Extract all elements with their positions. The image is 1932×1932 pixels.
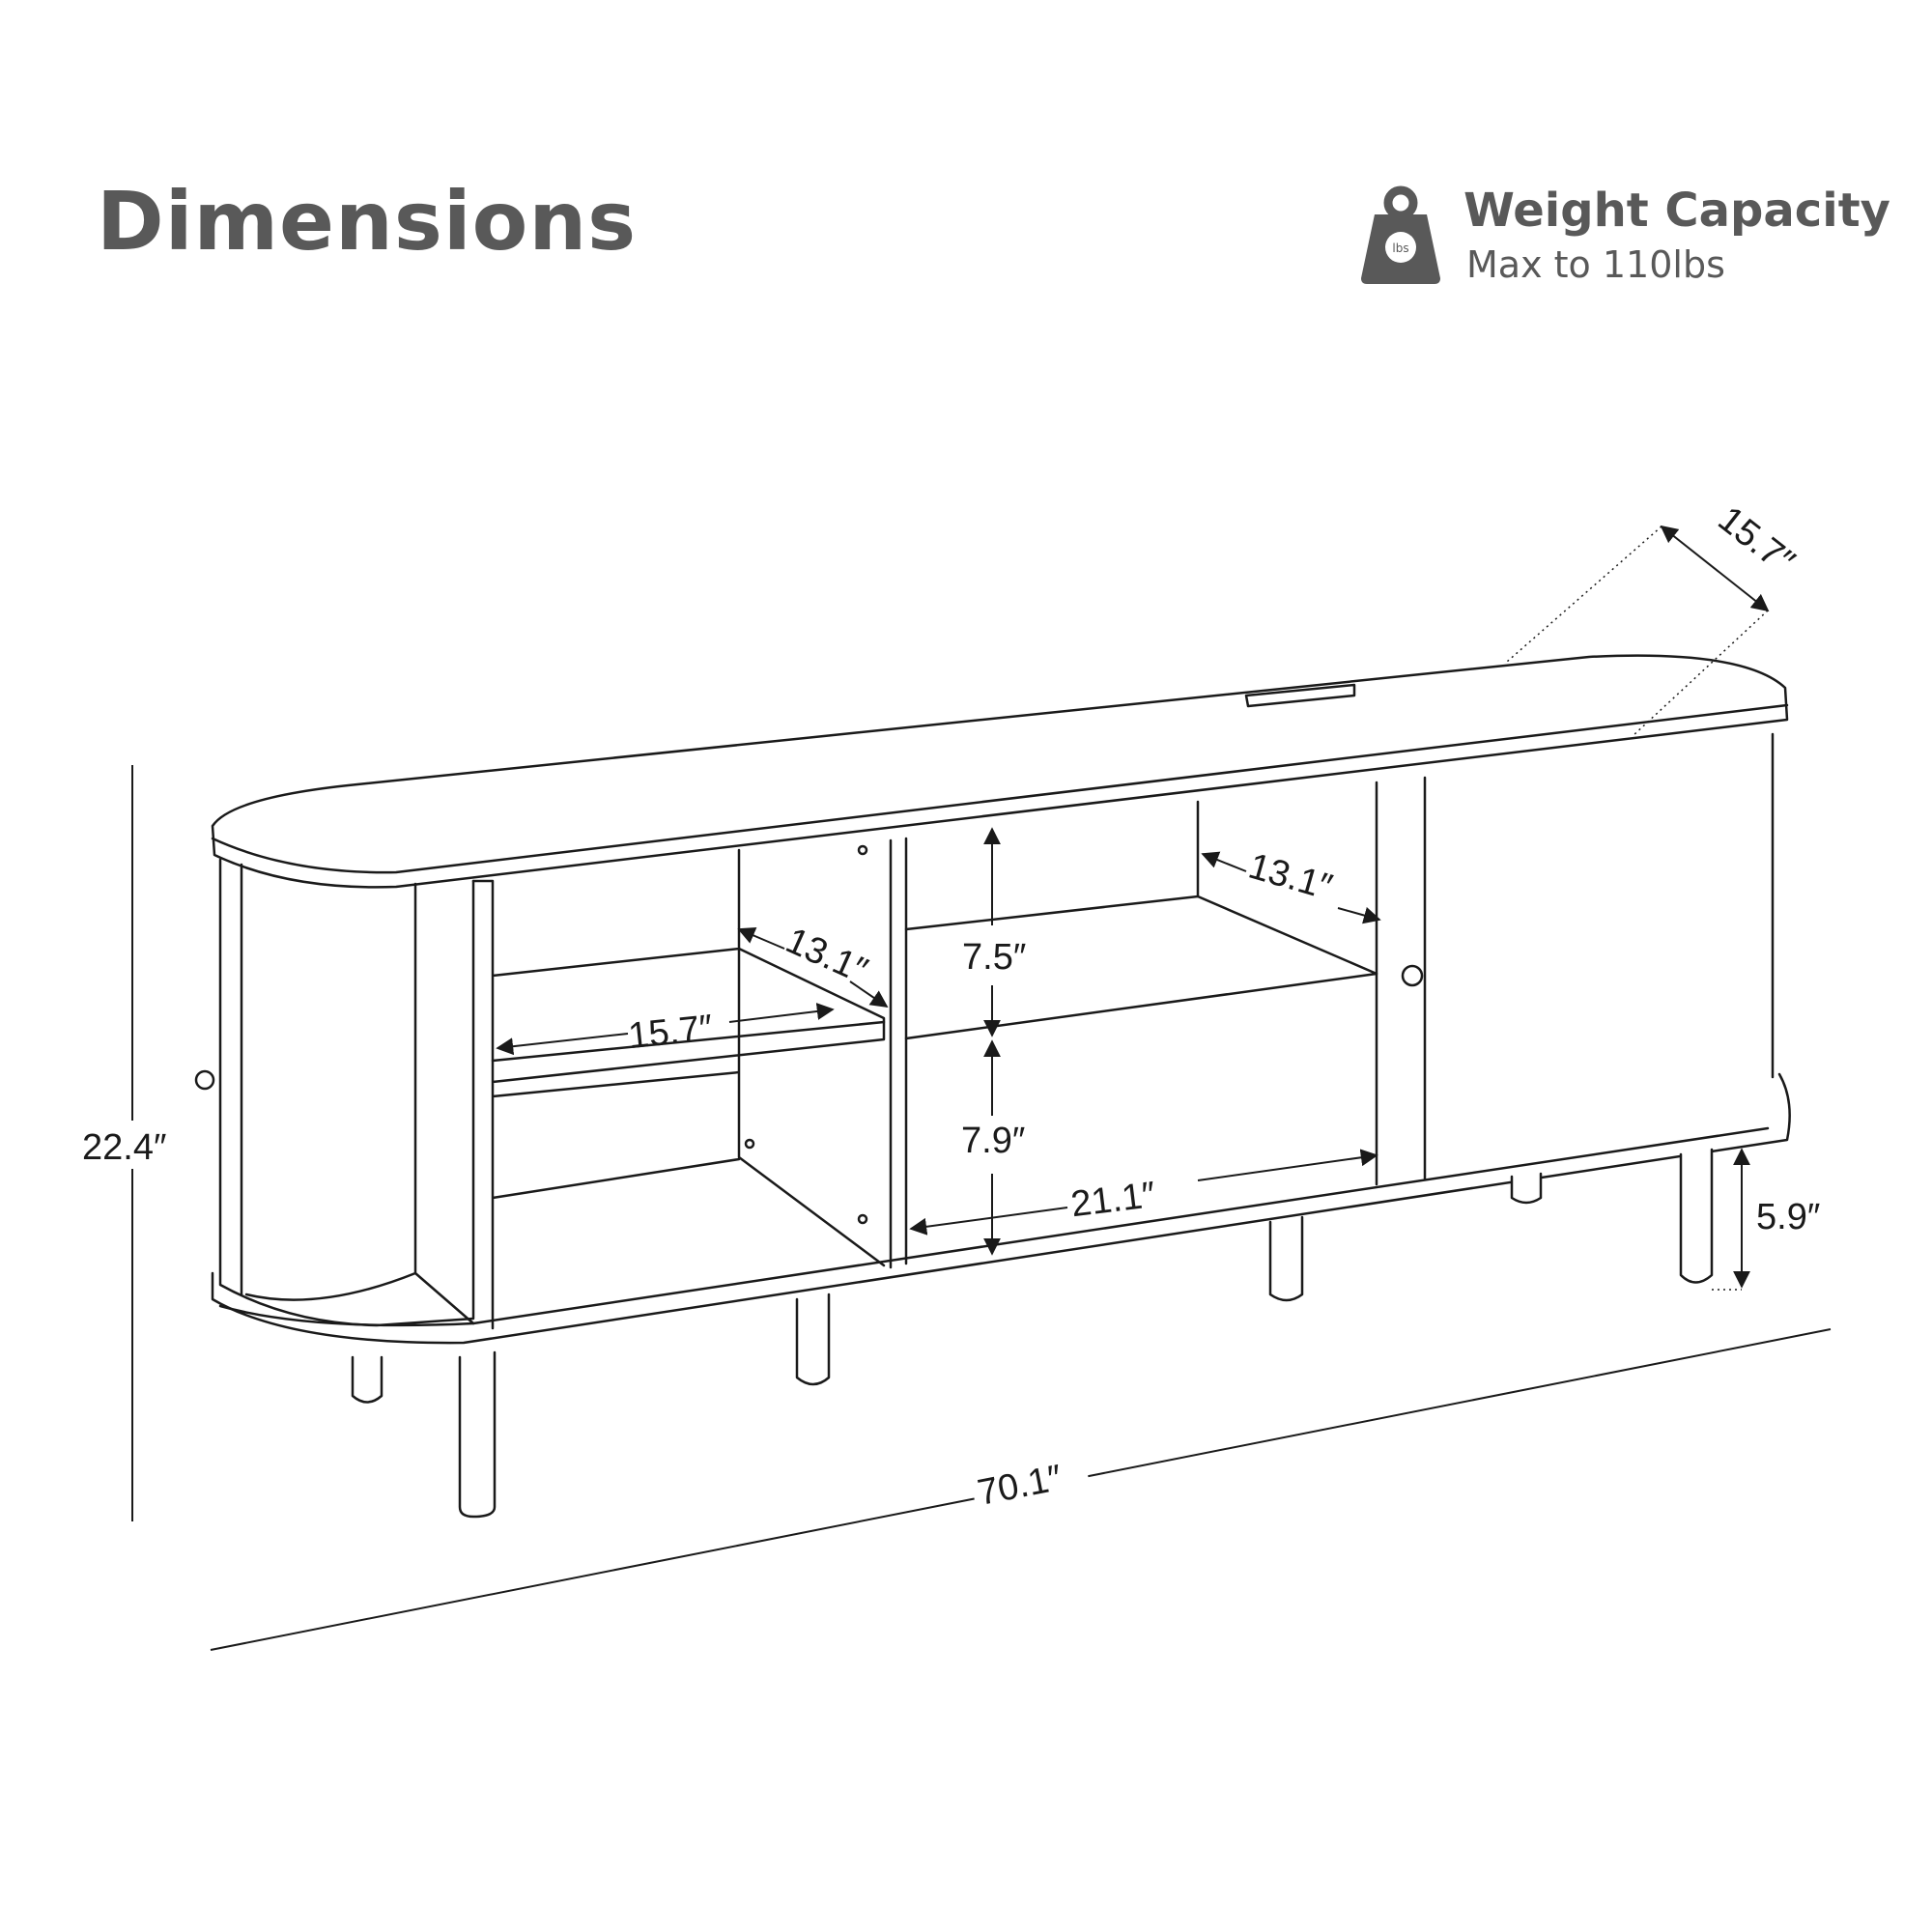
depth-label: 15.7″ <box>1711 498 1803 582</box>
weight-capacity-badge: lbs Weight Capacity Max to 110lbs <box>1357 184 1898 290</box>
tv-stand-drawing <box>194 654 1791 1519</box>
weight-icon-label: lbs <box>1392 242 1408 255</box>
center-shelf-depth-label: 13.1″ <box>1244 846 1337 908</box>
right-door-knob <box>1401 964 1424 987</box>
right-door <box>1375 732 1775 1186</box>
leg-front-center <box>795 1293 831 1386</box>
weight-capacity-value: Max to 110lbs <box>1466 243 1725 286</box>
weight-capacity-title: Weight Capacity <box>1463 184 1890 238</box>
left-shelf-depth-label: 13.1″ <box>780 921 873 992</box>
body-bottom <box>211 1072 1791 1345</box>
dimension-labels: 22.4″ 70.1″ 15.7″ 15.7″ 13.1″ 13.1″ 7.5″… <box>79 498 1820 1514</box>
center-lower-height-label: 7.9″ <box>961 1121 1025 1161</box>
height-label: 22.4″ <box>82 1127 166 1168</box>
center-upper-height-label: 7.5″ <box>962 937 1026 978</box>
leg-front-left <box>458 1350 497 1519</box>
body-bottom-inner <box>218 1126 1770 1327</box>
cable-hole <box>1244 683 1356 708</box>
left-shelf-width-label: 15.7″ <box>626 1008 714 1057</box>
page-title: Dimensions <box>97 174 638 269</box>
left-shelf <box>491 1020 886 1063</box>
top-surface <box>211 654 1789 889</box>
leg-back-left <box>351 1355 384 1404</box>
left-door-knob <box>194 1069 215 1091</box>
left-section <box>471 848 886 1330</box>
leg-front-right <box>1268 1215 1304 1302</box>
top-edge <box>211 703 1789 874</box>
leg-back-right <box>1679 1148 1714 1284</box>
center-section <box>904 800 1378 1040</box>
left-end-panel <box>218 858 475 1327</box>
weight-icon: lbs <box>1361 185 1440 284</box>
center-width-label: 21.1″ <box>1068 1175 1157 1225</box>
left-door-frame <box>240 863 475 1325</box>
center-divider <box>889 837 908 1269</box>
leg-height-label: 5.9″ <box>1756 1197 1820 1237</box>
leg-back-center <box>1510 1172 1543 1205</box>
